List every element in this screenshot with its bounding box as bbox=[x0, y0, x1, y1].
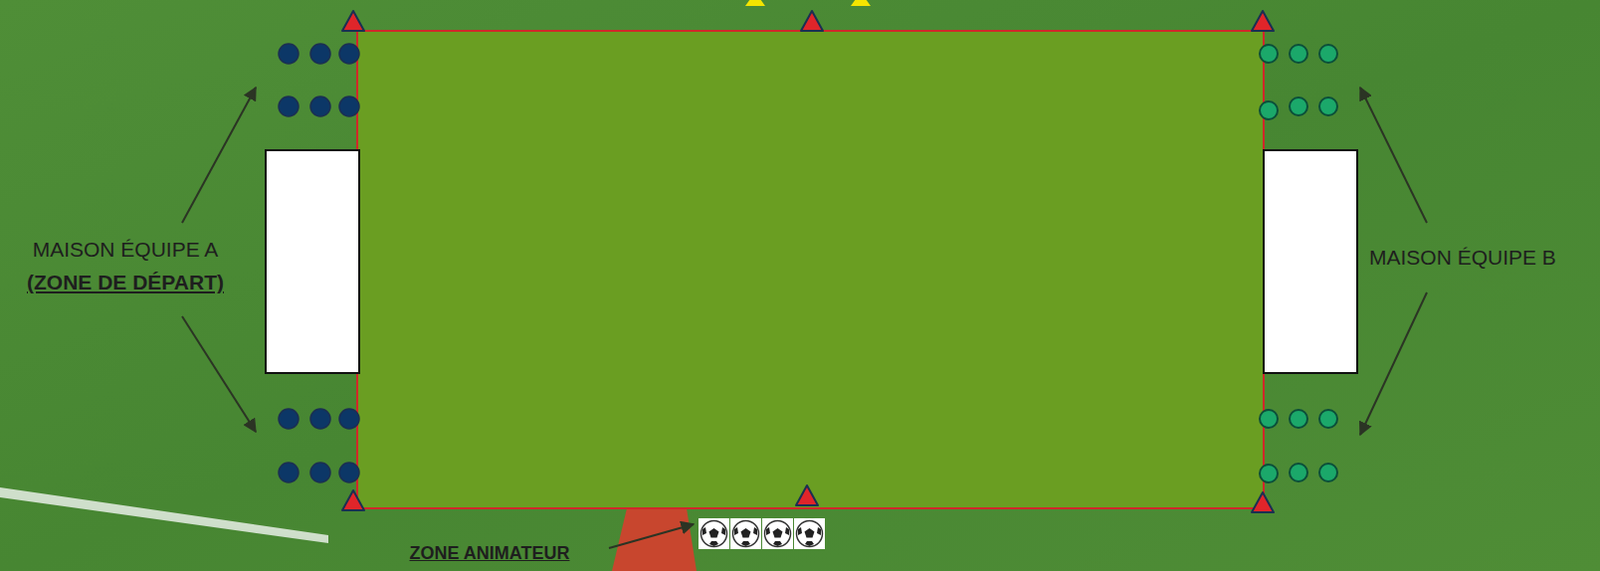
red-cones bbox=[342, 10, 1274, 513]
team-label: MAISON ÉQUIPE A bbox=[32, 237, 219, 262]
leader-arrows bbox=[182, 87, 1427, 549]
playing-field bbox=[357, 30, 1264, 509]
house-a bbox=[265, 150, 360, 374]
zone-label: (ZONE DE DÉPART) bbox=[26, 270, 224, 295]
house-b bbox=[1263, 150, 1358, 374]
track-strip bbox=[611, 508, 697, 571]
pitch-line bbox=[0, 487, 329, 544]
balls bbox=[698, 518, 825, 550]
team-b-players bbox=[1259, 44, 1338, 483]
yellow-cone bbox=[850, 0, 871, 6]
team-a-players bbox=[278, 43, 360, 483]
team-label: MAISON ÉQUIPE B bbox=[1369, 245, 1557, 270]
yellow-cone bbox=[745, 0, 766, 6]
zone-label: ZONE ANIMATEUR bbox=[409, 543, 571, 565]
